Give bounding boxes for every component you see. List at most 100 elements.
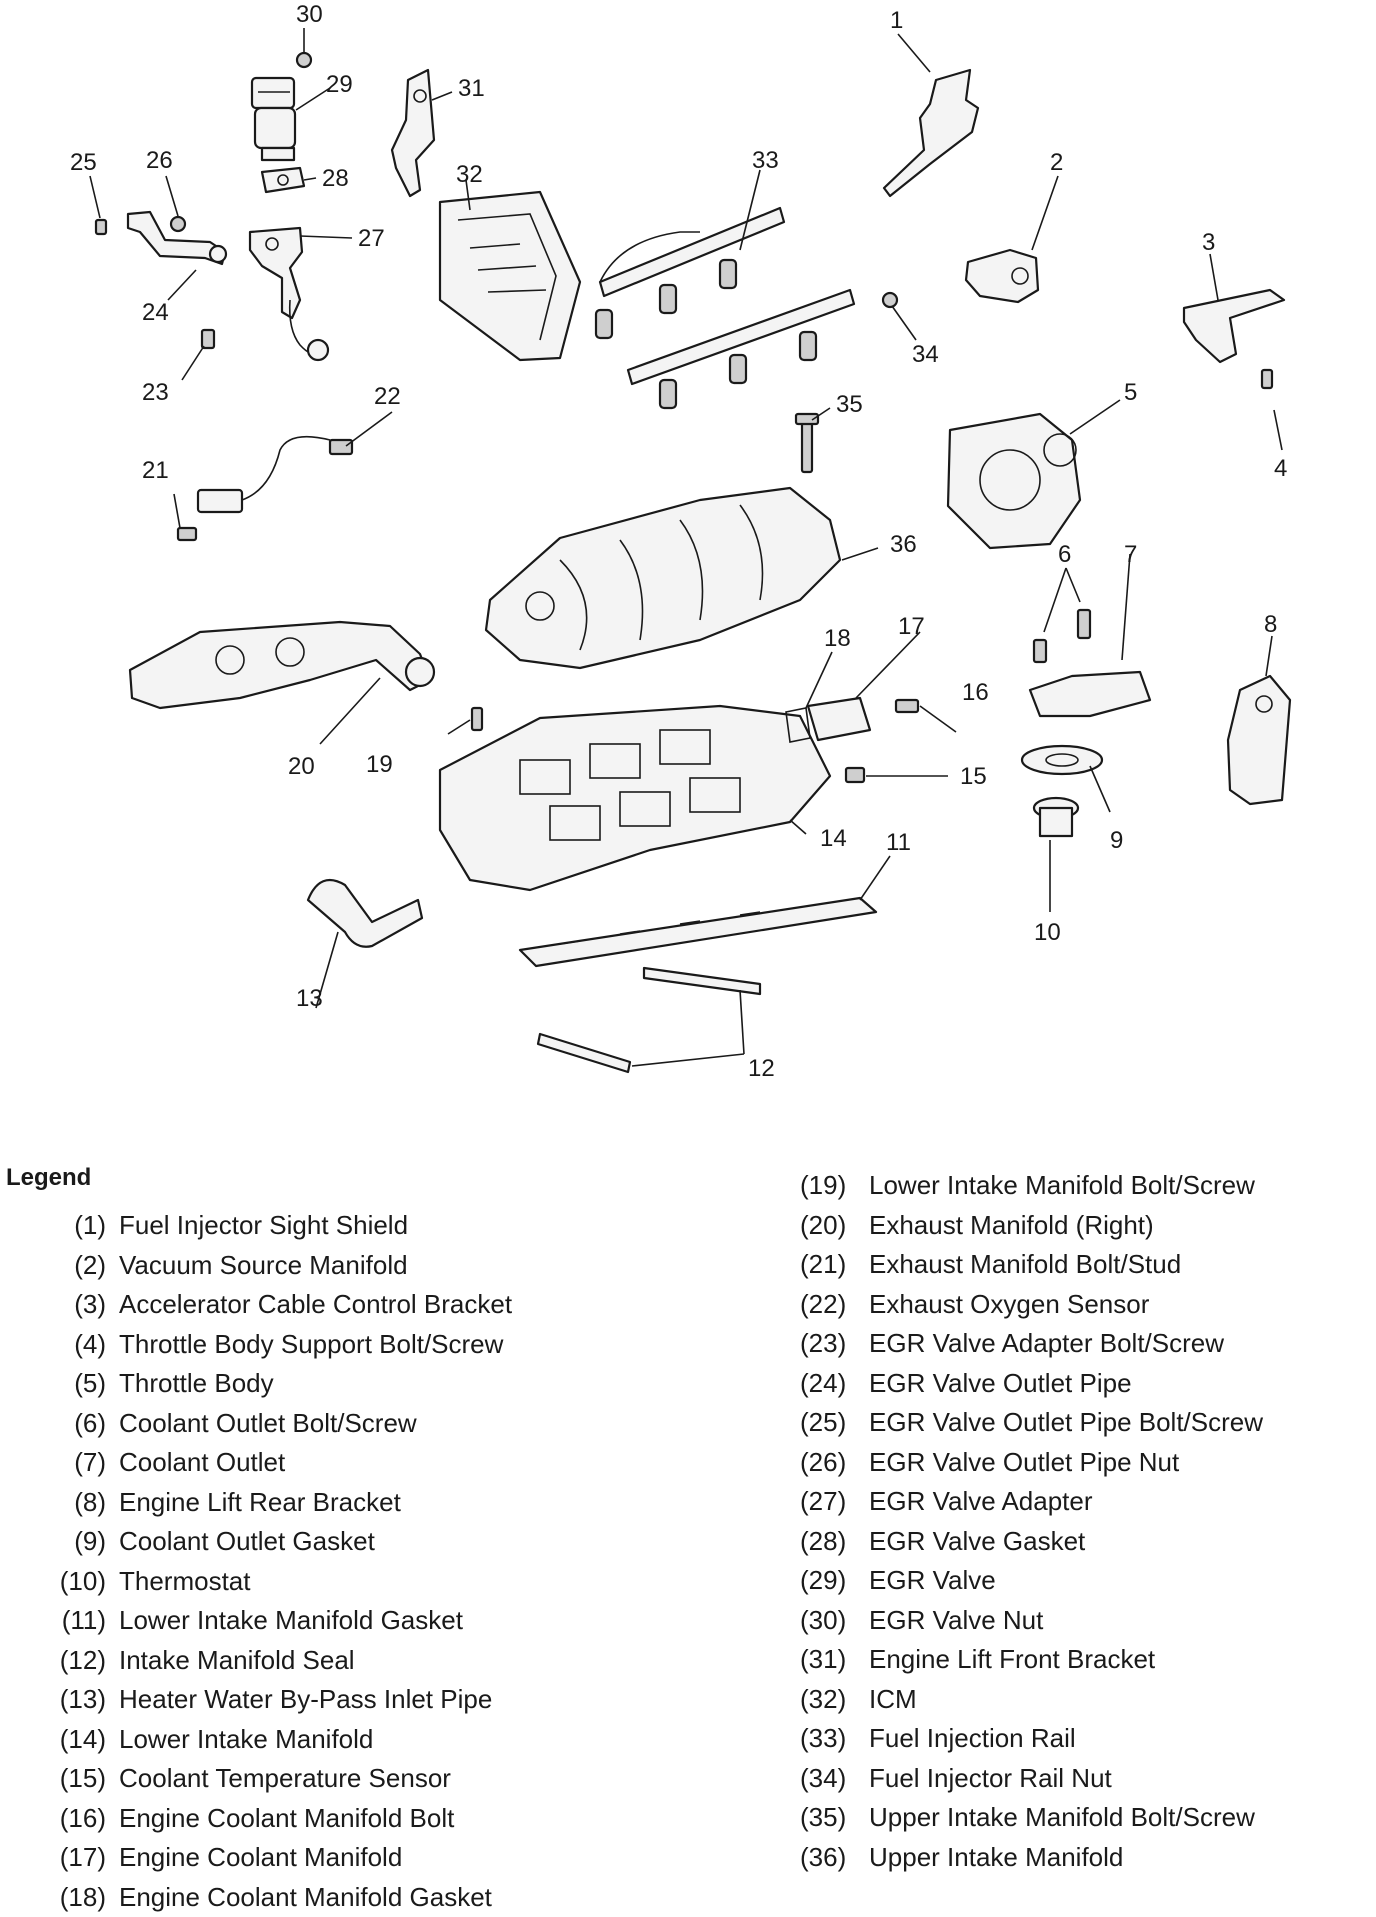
legend-item-number: (5) xyxy=(40,1364,106,1404)
legend-item-number: (4) xyxy=(40,1325,106,1365)
callout-4: 4 xyxy=(1274,455,1287,482)
part-upper-intake-bolt xyxy=(796,414,818,472)
part-lower-intake-bolt xyxy=(472,708,482,730)
part-coolant-outlet xyxy=(1030,672,1150,716)
legend-item-number: (32) xyxy=(800,1680,857,1720)
callout-11: 11 xyxy=(886,829,911,856)
callout-18: 18 xyxy=(824,625,851,652)
legend-item-label: EGR Valve xyxy=(869,1561,996,1601)
legend-item-label: EGR Valve Nut xyxy=(869,1601,1043,1641)
legend-item: (3)Accelerator Cable Control Bracket xyxy=(40,1285,106,1325)
callout-20: 20 xyxy=(288,753,315,780)
part-fuel-injector-sight-shield xyxy=(884,70,978,196)
legend-item: (10)Thermostat xyxy=(40,1562,106,1602)
legend-item-number: (26) xyxy=(800,1443,857,1483)
callout-30: 30 xyxy=(296,1,323,28)
part-fuel-rail-nut xyxy=(883,293,897,307)
legend-item-label: Engine Lift Front Bracket xyxy=(869,1640,1155,1680)
part-engine-lift-front-bracket xyxy=(392,70,434,196)
part-coolant-outlet-gasket xyxy=(1022,746,1102,774)
part-egr-valve-nut xyxy=(297,53,311,67)
callout-28: 28 xyxy=(322,165,349,192)
callout-26: 26 xyxy=(146,147,173,174)
legend-item-number: (35) xyxy=(800,1798,857,1838)
legend-item-label: EGR Valve Adapter xyxy=(869,1482,1093,1522)
part-engine-lift-rear-bracket xyxy=(1228,676,1290,804)
legend-item-number: (10) xyxy=(40,1562,106,1602)
legend-item-label: Engine Coolant Manifold Gasket xyxy=(119,1878,492,1917)
exploded-parts-diagram: 30 29 28 27 25 26 24 23 31 32 33 34 1 2 … xyxy=(0,0,1376,1130)
part-egr-valve-gasket xyxy=(262,168,304,192)
legend-item-number: (25) xyxy=(800,1403,857,1443)
legend-item: (16)Engine Coolant Manifold Bolt xyxy=(40,1799,106,1839)
legend-item-label: Engine Lift Rear Bracket xyxy=(119,1483,401,1523)
legend-item: (24)EGR Valve Outlet Pipe xyxy=(800,1364,857,1404)
part-vacuum-source-manifold xyxy=(966,250,1038,302)
callout-12: 12 xyxy=(748,1055,775,1082)
legend-item: (15)Coolant Temperature Sensor xyxy=(40,1759,106,1799)
legend-item-label: Coolant Outlet xyxy=(119,1443,285,1483)
part-thermostat xyxy=(1034,798,1078,836)
legend-item: (36)Upper Intake Manifold xyxy=(800,1838,857,1878)
legend-item: (13)Heater Water By-Pass Inlet Pipe xyxy=(40,1680,106,1720)
legend-left-column: (1)Fuel Injector Sight Shield(2)Vacuum S… xyxy=(40,1206,106,1917)
callout-10: 10 xyxy=(1034,919,1061,946)
callout-27: 27 xyxy=(358,225,385,252)
callout-8: 8 xyxy=(1264,611,1277,638)
legend-item-number: (28) xyxy=(800,1522,857,1562)
legend-item-number: (3) xyxy=(40,1285,106,1325)
callout-35: 35 xyxy=(836,391,863,418)
legend-item-number: (36) xyxy=(800,1838,857,1878)
legend-item-label: ICM xyxy=(869,1680,917,1720)
part-throttle-body-support-bolt xyxy=(1262,370,1272,388)
legend-item-number: (22) xyxy=(800,1285,857,1325)
legend-item-label: Intake Manifold Seal xyxy=(119,1641,355,1681)
part-exhaust-oxygen-sensor xyxy=(198,437,352,512)
part-accelerator-cable-bracket xyxy=(1184,290,1284,362)
legend-item: (32)ICM xyxy=(800,1680,857,1720)
legend-item: (2)Vacuum Source Manifold xyxy=(40,1246,106,1286)
legend-item-number: (20) xyxy=(800,1206,857,1246)
legend-item: (19)Lower Intake Manifold Bolt/Screw xyxy=(800,1166,857,1206)
legend-item: (28)EGR Valve Gasket xyxy=(800,1522,857,1562)
callout-15: 15 xyxy=(960,763,987,790)
legend-item-number: (27) xyxy=(800,1482,857,1522)
callout-2: 2 xyxy=(1050,149,1063,176)
legend-item-number: (30) xyxy=(800,1601,857,1641)
legend-item-label: Fuel Injector Sight Shield xyxy=(119,1206,408,1246)
callout-24: 24 xyxy=(142,299,169,326)
legend-item: (35)Upper Intake Manifold Bolt/Screw xyxy=(800,1798,857,1838)
callout-23: 23 xyxy=(142,379,169,406)
legend-item: (26)EGR Valve Outlet Pipe Nut xyxy=(800,1443,857,1483)
part-egr-valve-adapter xyxy=(250,228,302,318)
legend-item: (34)Fuel Injector Rail Nut xyxy=(800,1759,857,1799)
callout-16: 16 xyxy=(962,679,989,706)
legend-item-number: (12) xyxy=(40,1641,106,1681)
legend-item: (33)Fuel Injection Rail xyxy=(800,1719,857,1759)
legend-item-label: Upper Intake Manifold Bolt/Screw xyxy=(869,1798,1255,1838)
callout-6: 6 xyxy=(1058,541,1071,568)
legend-item: (20)Exhaust Manifold (Right) xyxy=(800,1206,857,1246)
legend-item: (30)EGR Valve Nut xyxy=(800,1601,857,1641)
legend-item: (8)Engine Lift Rear Bracket xyxy=(40,1483,106,1523)
legend-item: (12)Intake Manifold Seal xyxy=(40,1641,106,1681)
legend-item: (23)EGR Valve Adapter Bolt/Screw xyxy=(800,1324,857,1364)
legend-item-label: Lower Intake Manifold Gasket xyxy=(119,1601,463,1641)
legend-item: (11)Lower Intake Manifold Gasket xyxy=(40,1601,106,1641)
callout-36: 36 xyxy=(890,531,917,558)
legend-item-label: Heater Water By-Pass Inlet Pipe xyxy=(119,1680,492,1720)
legend-item-label: Accelerator Cable Control Bracket xyxy=(119,1285,512,1325)
legend-item-number: (8) xyxy=(40,1483,106,1523)
legend-item-label: Upper Intake Manifold xyxy=(869,1838,1123,1878)
callout-13: 13 xyxy=(296,985,323,1012)
legend-item-label: Throttle Body Support Bolt/Screw xyxy=(119,1325,503,1365)
part-lower-intake-manifold xyxy=(440,706,830,890)
callout-25: 25 xyxy=(70,149,97,176)
legend-item-number: (23) xyxy=(800,1324,857,1364)
legend-item-number: (16) xyxy=(40,1799,106,1839)
legend-item-label: EGR Valve Outlet Pipe Nut xyxy=(869,1443,1179,1483)
legend-item: (7)Coolant Outlet xyxy=(40,1443,106,1483)
legend-item-number: (6) xyxy=(40,1404,106,1444)
part-coolant-outlet-bolts xyxy=(1034,610,1090,662)
legend-item-label: Thermostat xyxy=(119,1562,251,1602)
